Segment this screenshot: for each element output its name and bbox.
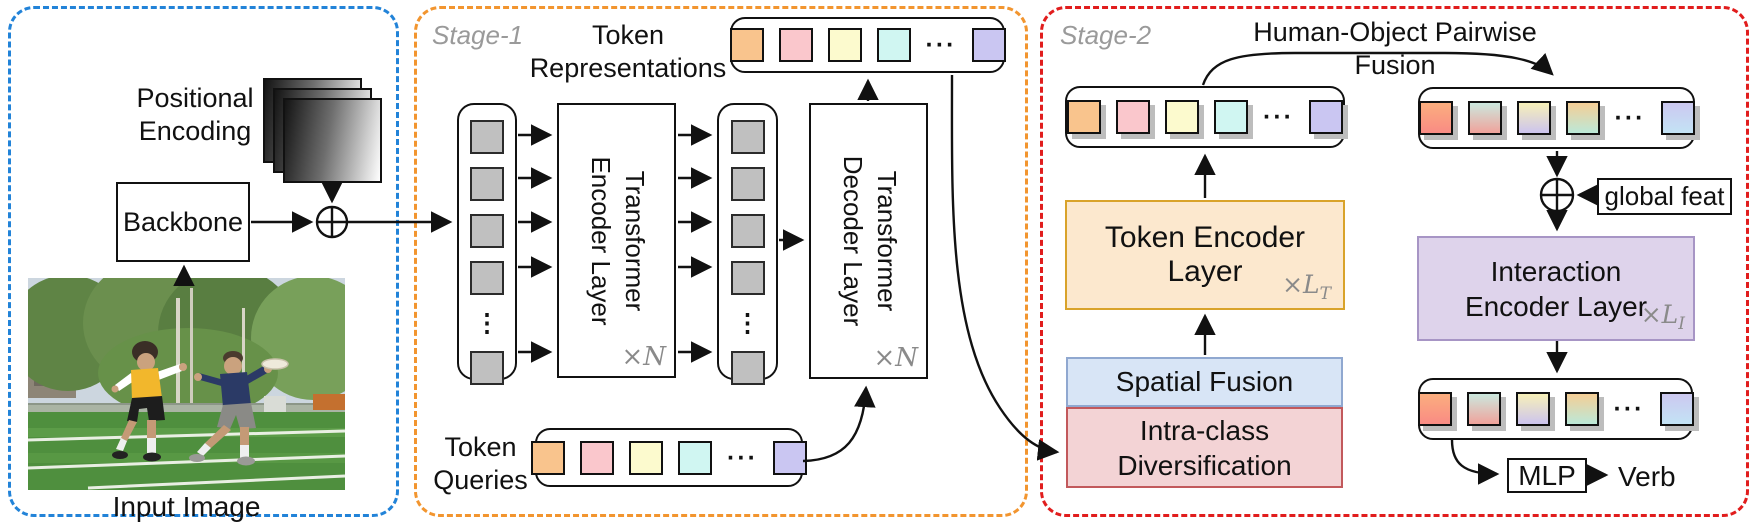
token-square bbox=[580, 440, 615, 475]
token-square bbox=[629, 440, 664, 475]
token-square bbox=[876, 28, 911, 62]
token-square bbox=[531, 440, 566, 475]
vertical-ellipsis: ⋮ bbox=[474, 309, 500, 337]
token-square bbox=[1165, 100, 1199, 134]
verb-label: Verb bbox=[1618, 461, 1676, 492]
feature-column-encoded: ⋮ bbox=[717, 103, 778, 385]
token-queries-label: Token Queries bbox=[433, 432, 528, 495]
global-feat-box: global feat bbox=[1597, 178, 1732, 215]
token-square bbox=[729, 28, 764, 62]
token-representations-label: Token Representations bbox=[529, 20, 727, 83]
intra-class-diversification-box: Intra-class Diversification bbox=[1066, 407, 1343, 488]
feature-square bbox=[470, 351, 504, 385]
token-square bbox=[1067, 100, 1101, 134]
token-square bbox=[1516, 101, 1551, 135]
feature-square bbox=[730, 214, 765, 248]
token-square bbox=[1308, 100, 1343, 134]
horizontal-ellipsis: ··· bbox=[1613, 395, 1645, 423]
input-image-photo bbox=[28, 278, 345, 490]
feature-square bbox=[730, 167, 765, 201]
feature-square bbox=[730, 261, 765, 295]
feature-column-input: ⋮ bbox=[457, 103, 517, 385]
token-square bbox=[971, 28, 1006, 62]
token-square bbox=[1564, 392, 1599, 426]
mlp-box: MLP bbox=[1507, 458, 1587, 493]
vertical-ellipsis: ⋮ bbox=[735, 309, 760, 337]
transformer-decoder-label: Transformer Decoder Layer bbox=[837, 155, 902, 327]
token-square bbox=[827, 28, 862, 62]
token-square bbox=[1660, 101, 1695, 135]
feature-square bbox=[730, 120, 765, 154]
pairwise-fusion-title: Human-Object Pairwise Fusion bbox=[1253, 17, 1537, 80]
decoder-repeat-label: ×N bbox=[873, 343, 918, 373]
transformer-encoder-box: Transformer Encoder Layer ×N bbox=[557, 103, 676, 378]
interaction-repeat-label: ×LI bbox=[1640, 299, 1685, 334]
token-square bbox=[778, 28, 813, 62]
backbone-box: Backbone bbox=[116, 182, 250, 262]
transformer-decoder-box: Transformer Decoder Layer ×N bbox=[809, 103, 928, 379]
horizontal-ellipsis: ··· bbox=[1614, 104, 1646, 132]
interaction-encoder-layer-box: Interaction Encoder Layer ×LI bbox=[1417, 236, 1695, 341]
input-panel-outline bbox=[8, 6, 399, 517]
stage2-label: Stage-2 bbox=[1060, 20, 1152, 50]
token-square bbox=[1466, 392, 1501, 426]
token-square bbox=[1418, 101, 1453, 135]
token-encoder-repeat-label: ×LT bbox=[1282, 270, 1331, 304]
horizontal-ellipsis: ··· bbox=[925, 31, 957, 59]
input-image-caption: Input Image bbox=[112, 491, 261, 522]
player-navy bbox=[189, 351, 289, 466]
player-yellow bbox=[111, 341, 187, 462]
feature-square bbox=[470, 120, 504, 154]
token-square bbox=[1659, 392, 1694, 426]
stage2-token-row-fused: ··· bbox=[1418, 87, 1695, 149]
token-square bbox=[1214, 100, 1248, 134]
token-square bbox=[1565, 101, 1600, 135]
token-square bbox=[1116, 100, 1150, 134]
token-square bbox=[773, 440, 807, 475]
token-representations-row: ··· bbox=[729, 17, 1006, 73]
token-queries-row: ··· bbox=[531, 428, 807, 487]
transformer-encoder-label: Transformer Encoder Layer bbox=[585, 155, 650, 326]
token-square bbox=[1417, 392, 1452, 426]
spatial-fusion-box: Spatial Fusion bbox=[1066, 357, 1343, 407]
stage2-token-row-output: ··· bbox=[1417, 378, 1694, 440]
feature-square bbox=[470, 167, 504, 201]
token-square bbox=[678, 440, 713, 475]
stage1-label: Stage-1 bbox=[432, 20, 524, 50]
token-square bbox=[1467, 101, 1502, 135]
feature-square bbox=[470, 214, 504, 248]
horizontal-ellipsis: ··· bbox=[1263, 103, 1294, 131]
feature-square bbox=[470, 261, 504, 295]
positional-encoding-label: Positional Encoding bbox=[136, 83, 254, 146]
token-square bbox=[1515, 392, 1550, 426]
token-encoder-layer-box: Token Encoder Layer ×LT bbox=[1065, 200, 1345, 310]
horizontal-ellipsis: ··· bbox=[727, 443, 758, 472]
stage2-token-row-left: ··· bbox=[1065, 86, 1345, 148]
feature-square bbox=[730, 351, 765, 385]
encoder-repeat-label: ×N bbox=[621, 342, 666, 372]
